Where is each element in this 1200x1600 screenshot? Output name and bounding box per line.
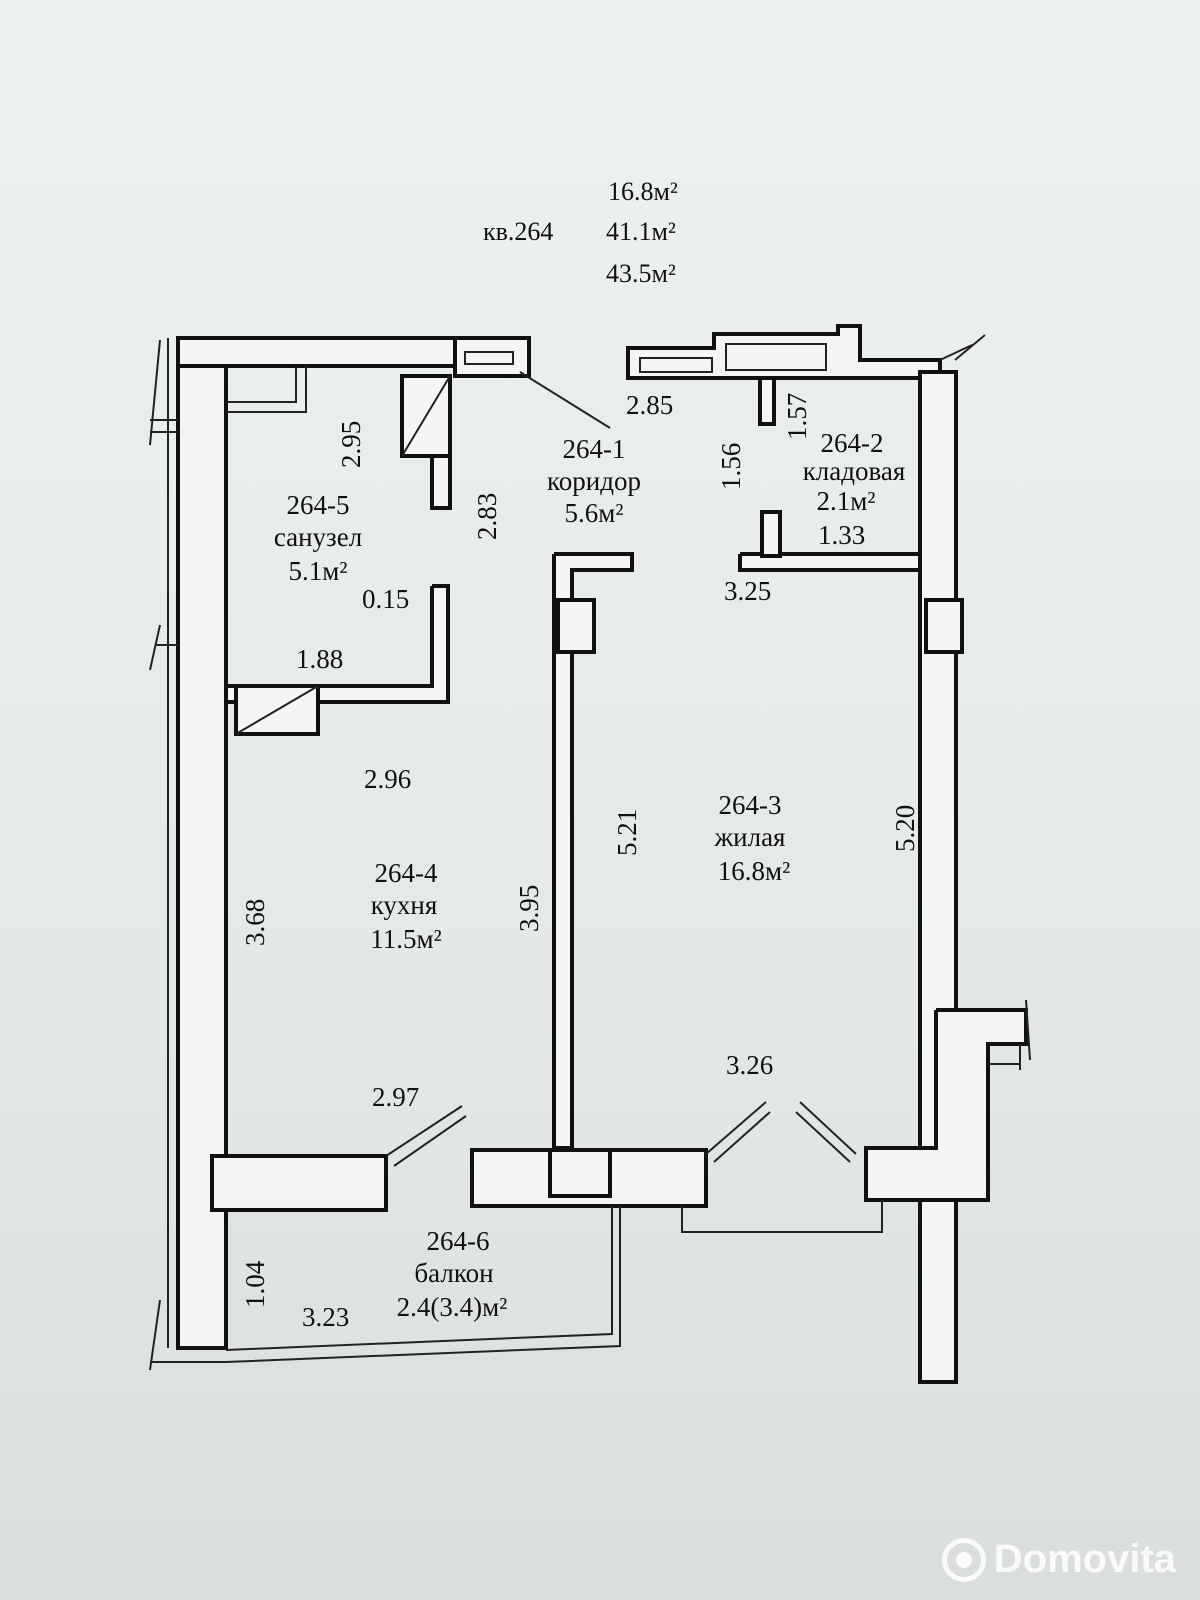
room-area: 5.1м² <box>289 556 348 586</box>
room-bathroom: 264-5 санузел 5.1м² <box>274 490 362 586</box>
storage-walls <box>738 370 964 1384</box>
dim-3-95: 3.95 <box>514 885 544 932</box>
room-id: 264-4 <box>375 858 438 888</box>
dim-3-68: 3.68 <box>240 899 270 946</box>
room-id: 264-6 <box>427 1226 490 1256</box>
right-exterior-wall <box>864 999 1031 1202</box>
room-area: 5.6м² <box>565 498 624 528</box>
dim-2-96: 2.96 <box>364 764 411 794</box>
room-kitchen: 264-4 кухня 11.5м² <box>370 858 441 954</box>
room-id: 264-3 <box>719 790 782 820</box>
dim-1-04: 1.04 <box>240 1260 270 1308</box>
dim-2-95: 2.95 <box>336 421 366 468</box>
dim-1-57: 1.57 <box>782 393 812 440</box>
room-living: 264-3 жилая 16.8м² <box>714 790 791 886</box>
header-area-with-balcony: 43.5м² <box>606 259 676 288</box>
dim-1-33: 1.33 <box>818 520 865 550</box>
room-balcony: 264-6 балкон 2.4(3.4)м² <box>397 1226 508 1322</box>
dim-2-83: 2.83 <box>472 493 502 540</box>
dim-2-85: 2.85 <box>626 390 673 420</box>
left-exterior-wall <box>149 336 462 1371</box>
room-id: 264-5 <box>287 490 350 520</box>
dim-2-97: 2.97 <box>372 1082 419 1112</box>
dim-5-21: 5.21 <box>612 809 642 856</box>
header-area-living: 16.8м² <box>608 177 678 206</box>
room-name: кухня <box>371 890 438 920</box>
dim-3-25: 3.25 <box>724 576 771 606</box>
room-name: кладовая <box>803 456 906 486</box>
room-name: коридор <box>547 466 641 496</box>
living-balcony-doors <box>681 1101 883 1233</box>
room-area: 2.4(3.4)м² <box>397 1292 508 1322</box>
room-name: балкон <box>414 1258 493 1288</box>
room-id: 264-1 <box>563 434 626 464</box>
dim-5-20: 5.20 <box>890 805 920 852</box>
balcony-outline <box>150 1206 621 1363</box>
room-name: санузел <box>274 522 362 552</box>
header-area-total: 41.1м² <box>606 217 676 246</box>
dim-3-26: 3.26 <box>726 1050 773 1080</box>
dim-3-23: 3.23 <box>302 1302 349 1332</box>
room-corridor: 264-1 коридор 5.6м² <box>547 434 641 528</box>
dimension-labels: 2.95 2.83 2.85 1.56 1.57 1.33 3.25 0.15 … <box>240 390 920 1332</box>
room-area: 11.5м² <box>370 924 441 954</box>
watermark: Domovita <box>941 1537 1176 1582</box>
ventilation-duct-top <box>453 336 611 429</box>
room-area: 2.1м² <box>817 486 876 516</box>
storage-top-wall <box>626 324 986 426</box>
room-storage: 264-2 кладовая 2.1м² <box>803 428 906 516</box>
room-name: жилая <box>714 822 786 852</box>
dim-1-56: 1.56 <box>716 443 746 490</box>
bathroom-walls <box>224 366 452 736</box>
room-area: 16.8м² <box>718 856 790 886</box>
kitchen-bottom-wall <box>210 1105 708 1212</box>
header-apartment: кв.264 <box>483 217 553 246</box>
brand-logo-icon <box>941 1537 986 1582</box>
dim-0-15: 0.15 <box>362 584 409 614</box>
dim-1-88: 1.88 <box>296 644 343 674</box>
room-id: 264-2 <box>821 428 884 458</box>
watermark-brand: Domovita <box>993 1537 1176 1581</box>
